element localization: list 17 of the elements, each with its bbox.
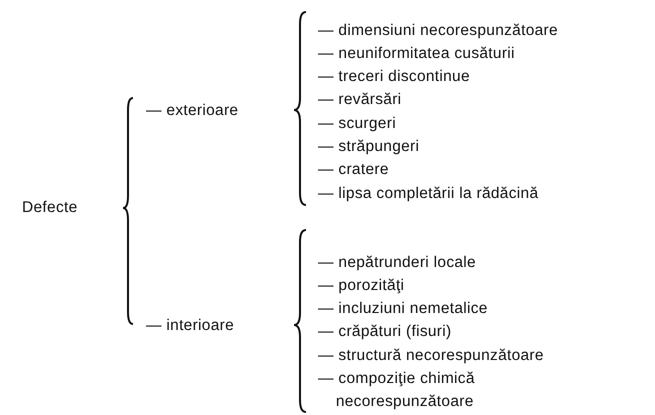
list-item: — structură necorespunzătoare <box>318 346 544 366</box>
list-item: — nepătrunderi locale <box>318 252 476 272</box>
list-item: — neuniformitatea cusăturii <box>318 44 515 64</box>
list-item: — compoziţie chimică necorespunzătoare <box>318 369 476 412</box>
category-label: — interioare <box>146 316 234 336</box>
list-item: — revărsări <box>318 90 402 110</box>
list-item: — dimensiuni necorespunzătoare <box>318 20 558 40</box>
list-item: — lipsa completării la rădăcină <box>318 184 538 204</box>
list-item: — incluziuni nemetalice <box>318 299 488 320</box>
list-item: — cratere <box>318 160 389 180</box>
list-item: — scurgeri <box>318 114 396 134</box>
list-item: — treceri discontinue <box>318 67 470 88</box>
root-term: Defecte <box>22 198 78 218</box>
list-item: — crăpături (fisuri) <box>318 322 452 342</box>
category-label: — exterioare <box>146 100 238 120</box>
list-item: — porozităţi <box>318 276 404 296</box>
list-item: — străpungeri <box>318 137 420 157</box>
